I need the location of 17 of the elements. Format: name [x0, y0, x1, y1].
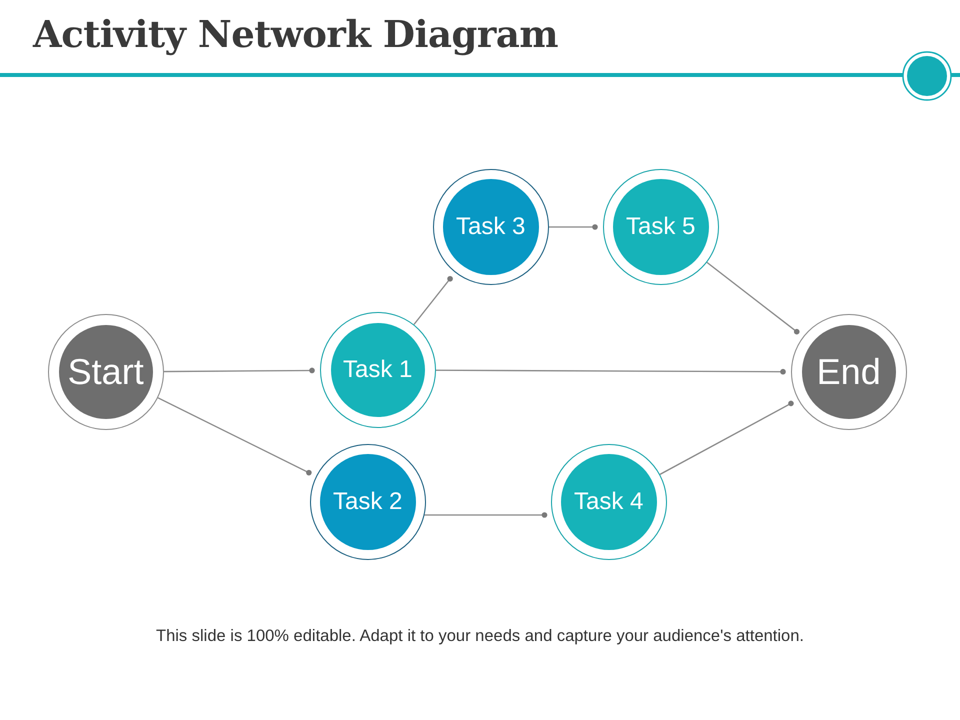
node-label: Task 2: [320, 454, 416, 550]
connector-line: [413, 276, 453, 325]
connector-line: [158, 397, 312, 476]
node-label: End: [802, 324, 896, 419]
node-label: Task 1: [330, 322, 425, 417]
connector-line: [549, 224, 598, 230]
node-label: Start: [58, 324, 153, 419]
connector-line: [164, 368, 315, 374]
connector-line: [436, 368, 786, 375]
node-label: Task 3: [442, 178, 539, 275]
connector-line: [706, 262, 800, 334]
slide-title: Activity Network Diagram: [33, 12, 558, 56]
node-label: Task 5: [612, 178, 709, 275]
connector-line: [424, 512, 548, 518]
node-label: Task 4: [560, 454, 657, 550]
caption-text: This slide is 100% editable. Adapt it to your needs and capture your audience's attention.: [155, 627, 805, 646]
connector-line: [660, 400, 794, 475]
